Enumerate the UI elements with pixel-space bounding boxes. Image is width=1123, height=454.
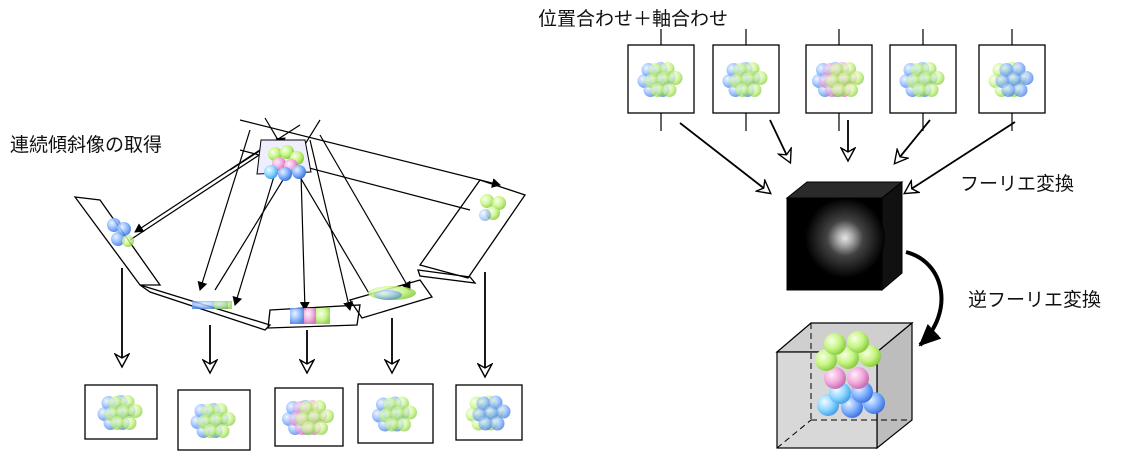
sphere [1013,83,1028,97]
sphere [747,83,762,97]
tilt-view-5 [455,384,523,441]
alignment-group [627,29,1046,450]
sphere [314,421,328,435]
tilt-view-1 [84,384,158,440]
sphere [300,401,314,415]
sphere [215,424,230,438]
alignment-label: 位置合わせ＋軸合わせ [538,8,729,30]
tilt-view-3 [274,387,344,447]
sphere [385,417,399,432]
sphere [741,72,756,86]
fourier-label: フーリエ変換 [960,173,1075,195]
down-arrows-left [122,268,485,376]
sphere [110,416,125,430]
sphere [391,406,405,421]
sphere [918,72,933,86]
aligned-image-row [627,29,1046,131]
sphere [838,72,852,86]
aligned-tilt-view-2 [712,29,780,131]
sphere [496,404,511,419]
sphere [1019,71,1034,85]
projection-rays [129,117,501,311]
sphere [733,63,748,77]
sphere [490,416,505,431]
sphere [930,71,945,85]
fourier-cube [785,180,904,292]
sphere [753,71,768,85]
inverse-fourier-label: 逆フーリエ変換 [968,289,1102,311]
sphere [999,63,1014,77]
sphere [650,83,665,97]
aligned-tilt-view-3 [805,29,873,131]
sphere [484,405,499,420]
sphere [108,396,123,410]
sphere [403,405,417,420]
sphere [383,397,397,412]
sphere [209,413,224,427]
tilt-image-row [84,383,523,451]
sphere [1001,83,1016,97]
plane-projection-1 [107,218,134,247]
tilt-view-4 [357,383,434,444]
reconstruction-box [775,321,914,450]
sphere [924,83,939,97]
sphere [850,71,864,85]
sphere [830,63,844,77]
sphere [302,421,316,435]
sphere [668,71,683,85]
sphere [1007,72,1022,86]
acquisition-label: 連続傾斜像の取得 [10,134,163,156]
inverse-arrow [905,250,944,347]
sphere [662,83,677,97]
sphere [320,409,334,423]
plane-projection-3 [290,308,330,324]
sphere [397,417,411,432]
aligned-tilt-view-1 [627,29,695,131]
sphere [912,83,927,97]
plane-projection-4 [368,286,416,300]
sphere [910,63,925,77]
aligned-tilt-view-5 [978,29,1046,131]
sphere [844,83,858,97]
tilt-view-2 [177,389,251,451]
sphere [308,410,322,424]
sphere [478,416,493,431]
sphere [476,396,491,411]
acquisition-group [73,117,527,451]
sphere [832,83,846,97]
sphere [122,416,137,430]
sphere [116,405,131,419]
sphere [221,412,236,426]
sphere [203,424,218,438]
converge-arrows [679,119,1016,193]
plane-projection-5 [479,194,506,221]
detector-planes [73,179,527,331]
sphere [128,404,143,418]
specimen-icon [256,139,312,181]
aligned-tilt-view-4 [889,29,957,131]
plane-projection-2 [192,301,232,309]
sphere [201,404,216,418]
sphere [656,72,671,86]
sphere [648,63,663,77]
sphere [735,83,750,97]
reconstruction-spheres [815,331,885,418]
